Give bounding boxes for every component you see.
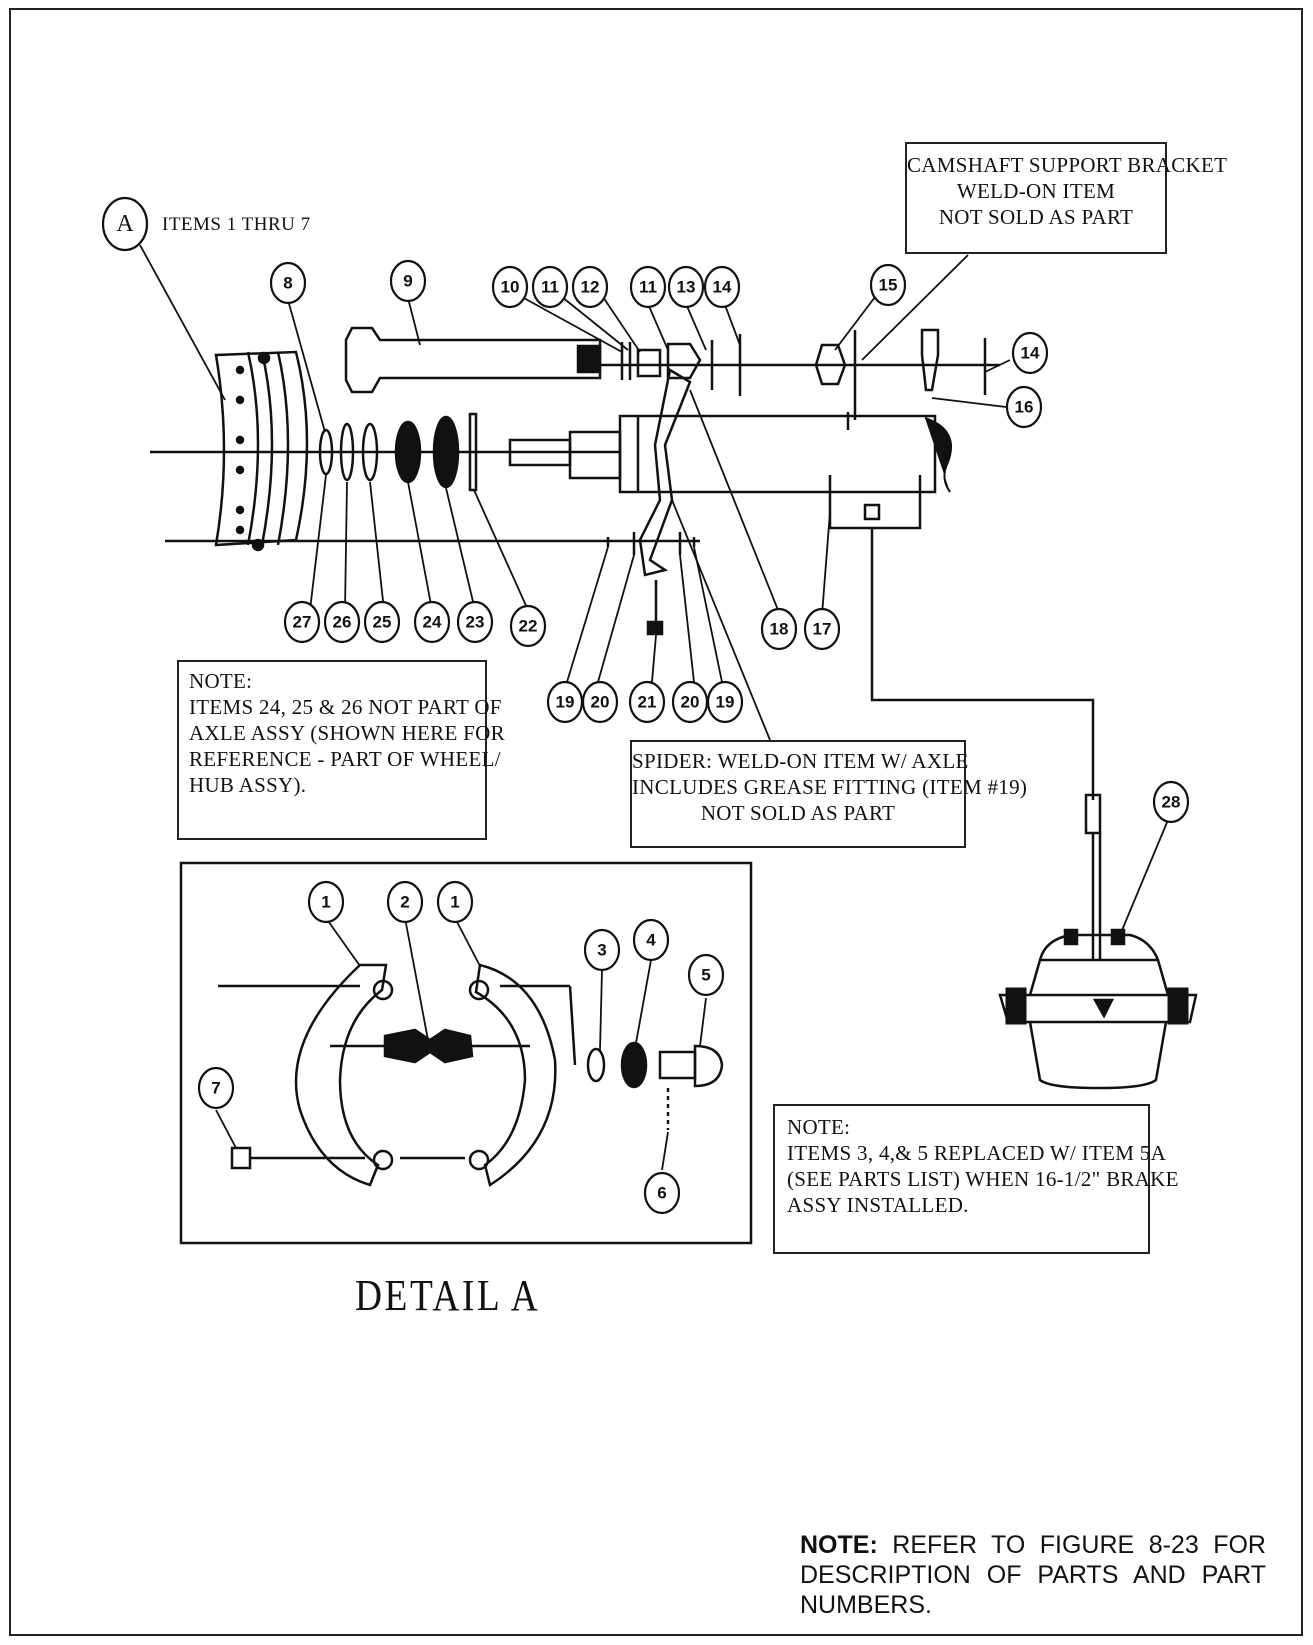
brake-assy-note: NOTE: ITEMS 3, 4,& 5 REPLACED W/ ITEM 5A… bbox=[773, 1104, 1179, 1254]
detail-a-title: DETAIL A bbox=[355, 1271, 541, 1320]
page-border bbox=[9, 8, 1303, 1636]
spider-bracket bbox=[606, 368, 696, 636]
camshaft bbox=[344, 326, 1000, 394]
callout-22: 22 bbox=[519, 617, 538, 636]
callout-17: 17 bbox=[813, 620, 832, 639]
spider-note: SPIDER: WELD-ON ITEM W/ AXLE INCLUDES GR… bbox=[630, 740, 1028, 848]
note-line: NOT SOLD AS PART bbox=[938, 205, 1134, 229]
callout-1: 1 bbox=[321, 893, 330, 912]
callout-4: 4 bbox=[646, 931, 656, 950]
callout-A: A bbox=[116, 211, 134, 237]
callout-26: 26 bbox=[333, 613, 352, 632]
note-heading: NOTE: bbox=[189, 669, 253, 693]
air-line bbox=[870, 528, 1095, 800]
callout-15: 15 bbox=[879, 276, 898, 295]
note-line: NOT SOLD AS PART bbox=[700, 801, 896, 825]
note-line: HUB ASSY). bbox=[189, 773, 307, 797]
callout-25: 25 bbox=[373, 613, 392, 632]
callout-28: 28 bbox=[1162, 793, 1181, 812]
callout-5: 5 bbox=[701, 966, 710, 985]
note-line: ITEMS 3, 4,& 5 REPLACED W/ ITEM 5A bbox=[787, 1141, 1167, 1165]
callout-14: 14 bbox=[1021, 344, 1040, 363]
callout-11: 11 bbox=[639, 278, 657, 297]
callout-23: 23 bbox=[466, 613, 485, 632]
callout-21: 21 bbox=[638, 693, 657, 712]
callout-18: 18 bbox=[770, 620, 789, 639]
brake-shoes-assembly bbox=[214, 350, 309, 552]
callout-16: 16 bbox=[1015, 398, 1034, 417]
brake-chamber bbox=[998, 793, 1198, 1090]
detail-a-drawing bbox=[218, 963, 724, 1187]
callout-24: 24 bbox=[423, 613, 442, 632]
callout-11: 11 bbox=[541, 278, 559, 297]
note-line: ASSY INSTALLED. bbox=[787, 1193, 969, 1217]
note-line: CAMSHAFT SUPPORT BRACKET bbox=[907, 153, 1228, 177]
axle-assy-note: NOTE: ITEMS 24, 25 & 26 NOT PART OF AXLE… bbox=[177, 660, 505, 840]
callout-3: 3 bbox=[597, 941, 606, 960]
callout-20: 20 bbox=[591, 693, 610, 712]
note-line: INCLUDES GREASE FITTING (ITEM #19) bbox=[632, 775, 1028, 799]
callout-circles bbox=[101, 196, 1190, 1215]
note-line: WELD-ON ITEM bbox=[956, 179, 1116, 203]
note-text: REFER TO FIGURE 8-23 FOR DESCRIPTION OF … bbox=[800, 1531, 1266, 1619]
figure-reference-note: NOTE: REFER TO FIGURE 8-23 FOR DESCRIPTI… bbox=[800, 1530, 1266, 1620]
callout-27: 27 bbox=[293, 613, 312, 632]
note-line: (SEE PARTS LIST) WHEN 16-1/2" BRAKE bbox=[787, 1167, 1179, 1191]
callout-19: 19 bbox=[556, 693, 575, 712]
note-line: ITEMS 24, 25 & 26 NOT PART OF bbox=[189, 695, 502, 719]
callout-9: 9 bbox=[403, 272, 412, 291]
note-heading: NOTE: bbox=[787, 1115, 851, 1139]
callout-20: 20 bbox=[681, 693, 700, 712]
note-label: NOTE: bbox=[800, 1531, 878, 1559]
axle-spindle-tube bbox=[508, 412, 953, 530]
callout-14: 14 bbox=[713, 278, 732, 297]
items-a-label: ITEMS 1 THRU 7 bbox=[162, 214, 311, 235]
callout-1: 1 bbox=[450, 893, 459, 912]
callout-2: 2 bbox=[400, 893, 409, 912]
detail-a-frame bbox=[179, 861, 753, 1245]
callout-19: 19 bbox=[716, 693, 735, 712]
note-line: REFERENCE - PART OF WHEEL/ bbox=[189, 747, 501, 771]
callout-10: 10 bbox=[501, 278, 520, 297]
camshaft-bracket-note: CAMSHAFT SUPPORT BRACKET WELD-ON ITEM NO… bbox=[905, 142, 1228, 254]
hub-seal-bearing-stack bbox=[318, 412, 478, 492]
callout-12: 12 bbox=[581, 278, 600, 297]
note-line: SPIDER: WELD-ON ITEM W/ AXLE bbox=[632, 749, 969, 773]
callout-8: 8 bbox=[283, 274, 292, 293]
callout-7: 7 bbox=[211, 1079, 220, 1098]
note-line: AXLE ASSY (SHOWN HERE FOR bbox=[189, 721, 505, 745]
leader-lines bbox=[139, 244, 1169, 1171]
callout-6: 6 bbox=[657, 1184, 666, 1203]
callout-13: 13 bbox=[677, 278, 696, 297]
